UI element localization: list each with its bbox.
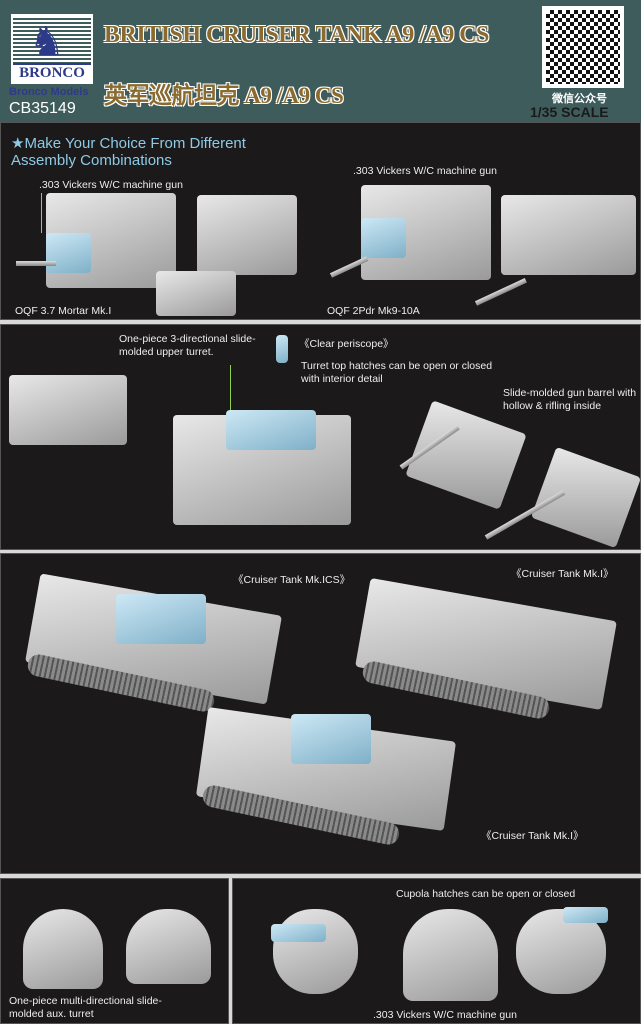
headline: ★Make Your Choice From Different Assembl… bbox=[11, 135, 246, 169]
aux-turret-1 bbox=[23, 909, 103, 989]
title-en: BRITISH CRUISER TANK A9 /A9 CS bbox=[104, 22, 489, 48]
label-mortar: OQF 3.7 Mortar Mk.I bbox=[15, 305, 112, 317]
brand-sub: Bronco Models bbox=[9, 86, 89, 98]
label-aux-turret: One-piece multi-directional slide-molded… bbox=[9, 995, 162, 1020]
bronco-logo: ♞ BRONCO bbox=[11, 14, 93, 84]
scale-label: 1/35 SCALE bbox=[530, 104, 609, 120]
periscope bbox=[276, 335, 288, 363]
label-vickers-left: .303 Vickers W/C machine gun bbox=[39, 179, 183, 191]
label-vickers-aux: .303 Vickers W/C machine gun bbox=[373, 1009, 517, 1021]
aux-turret-2 bbox=[126, 909, 211, 984]
label-upper-turret: One-piece 3-directional slide-molded upp… bbox=[119, 333, 256, 358]
turret-underside bbox=[501, 195, 636, 275]
label-tank-mk1-b: 《Cruiser Tank Mk.I》 bbox=[481, 830, 584, 842]
product-code: CB35149 bbox=[9, 100, 76, 117]
header: ♞ BRONCO Bronco Models CB35149 BRITISH C… bbox=[0, 0, 641, 122]
label-barrel: Slide-molded gun barrel with hollow & ri… bbox=[503, 387, 637, 412]
panel-assembly-combinations: ★Make Your Choice From Different Assembl… bbox=[0, 122, 641, 320]
panel-cupola: Cupola hatches can be open or closed .30… bbox=[232, 878, 641, 1024]
label-hatches: Turret top hatches can be open or closed… bbox=[301, 360, 493, 385]
gun-mantlet-1 bbox=[405, 400, 527, 510]
cupola-3 bbox=[516, 909, 606, 994]
cupola-1 bbox=[273, 909, 358, 994]
label-tank-mk1-a: 《Cruiser Tank Mk.I》 bbox=[511, 568, 614, 580]
logo-text: BRONCO bbox=[13, 63, 91, 82]
gun-mantlet-2 bbox=[530, 446, 641, 549]
horse-icon: ♞ bbox=[29, 20, 65, 64]
label-periscope: 《Clear periscope》 bbox=[299, 338, 394, 350]
turret-mk1 bbox=[197, 195, 297, 275]
cupola-2 bbox=[403, 909, 498, 1001]
label-cupola: Cupola hatches can be open or closed bbox=[396, 888, 576, 900]
qr-code bbox=[542, 6, 624, 88]
wechat-label: 微信公众号 bbox=[552, 93, 607, 105]
upper-turret bbox=[9, 375, 127, 445]
label-2pdr: OQF 2Pdr Mk9-10A bbox=[327, 305, 420, 317]
panel-aux-turret: One-piece multi-directional slide-molded… bbox=[0, 878, 229, 1024]
title-cn: 英军巡航坦克 A9 /A9 CS bbox=[104, 83, 344, 108]
label-vickers-right: .303 Vickers W/C machine gun bbox=[353, 165, 497, 177]
panel-turret-details: One-piece 3-directional slide-molded upp… bbox=[0, 324, 641, 550]
label-tank-cs: 《Cruiser Tank Mk.ICS》 bbox=[233, 574, 351, 586]
panel-tank-variants: 《Cruiser Tank Mk.ICS》 《Cruiser Tank Mk.I… bbox=[0, 553, 641, 874]
